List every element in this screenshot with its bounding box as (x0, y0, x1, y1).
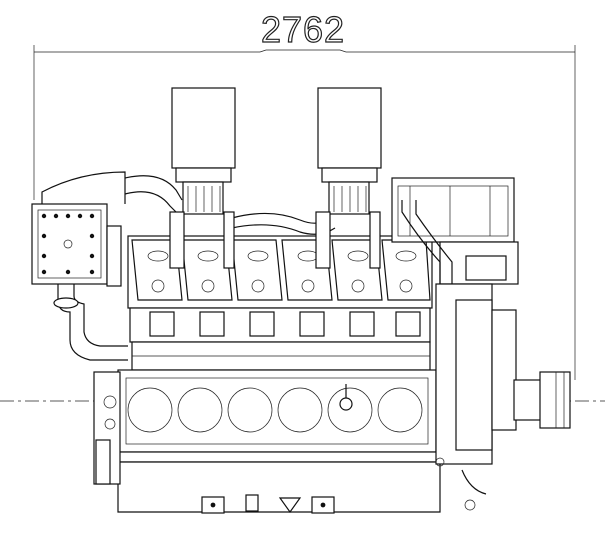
drain-plug-3 (278, 497, 302, 514)
left-accessories (93, 371, 121, 485)
air-filter-left (171, 87, 236, 215)
head-3 (231, 239, 283, 301)
oil-pan (117, 461, 441, 514)
air-filter-right (317, 87, 382, 215)
dimension-line (33, 45, 576, 380)
injector-row (129, 307, 431, 371)
head-5 (331, 239, 383, 301)
drain-plug-2 (245, 494, 259, 512)
overall-length-label: 2762 (260, 8, 346, 50)
engine-block (109, 369, 441, 463)
cylinder-heads (127, 211, 433, 309)
drain-plug-1 (201, 496, 225, 514)
head-2 (181, 239, 233, 301)
drain-plug-4 (311, 496, 335, 514)
left-cooler-box (31, 171, 128, 361)
head-1 (131, 239, 183, 301)
front-end-gearcase (391, 177, 571, 511)
